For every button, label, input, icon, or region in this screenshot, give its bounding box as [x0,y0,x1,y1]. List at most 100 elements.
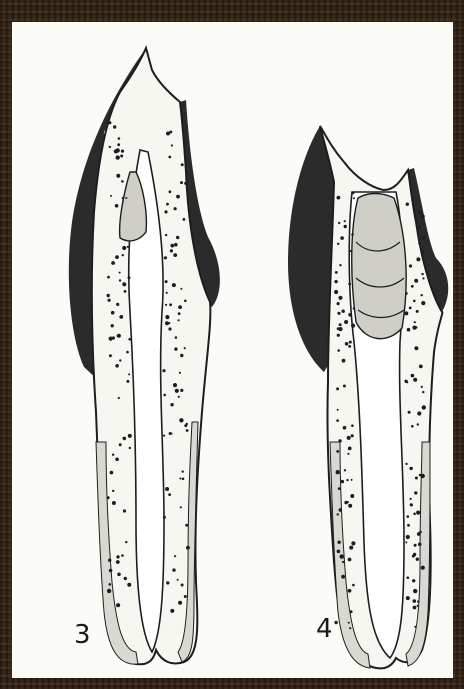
stipple-dot [344,469,346,471]
stipple-dot [182,478,185,481]
stipple-dot [337,513,339,515]
stipple-dot [164,210,167,213]
stipple-dot [407,515,410,518]
stipple-dot [184,300,187,303]
stipple-dot [165,234,167,236]
stipple-dot [421,386,423,388]
stipple-dot [336,419,339,422]
stipple-dot [338,222,340,224]
stipple-dot [414,321,416,323]
stipple-dot [166,203,169,206]
stipple-dot [180,506,182,508]
stipple-dot [348,313,352,317]
stipple-dot [185,524,188,527]
stipple-dot [339,264,341,266]
stipple-dot [165,304,167,306]
stipple-dot [122,282,126,286]
tooth-sections-illustration [12,22,453,678]
stipple-dot [108,559,111,562]
stipple-dot [174,207,177,210]
stipple-dot [421,294,423,296]
stipple-dot [179,418,183,422]
stipple-dot [107,294,110,297]
stipple-dot [417,605,419,607]
stipple-dot [107,589,111,593]
tooth-4-drawing [288,126,448,668]
stipple-dot [404,380,407,383]
stipple-dot [408,411,411,414]
stipple-dot [353,197,355,199]
stipple-dot [126,380,129,383]
stipple-dot [405,292,408,295]
stipple-dot [109,569,113,573]
stipple-dot [186,429,189,432]
stipple-dot [162,369,165,372]
stipple-dot [410,503,413,506]
stipple-dot [422,405,426,409]
stipple-dot [342,310,345,313]
stipple-dot [337,327,340,330]
stipple-dot [168,493,171,496]
stipple-dot [337,196,341,200]
stipple-dot [415,477,418,480]
stipple-dot [165,280,168,283]
stipple-dot [406,596,410,600]
stipple-dot [172,568,175,571]
stipple-dot [170,609,174,613]
stipple-dot [417,423,419,425]
stipple-dot [169,432,172,435]
stipple-dot [348,558,352,562]
stipple-dot [170,249,173,252]
stipple-dot [337,550,341,554]
stipple-dot [409,307,412,310]
stipple-dot [413,513,416,516]
stipple-dot [176,195,180,199]
stipple-dot [411,425,414,428]
stipple-dot [170,244,174,248]
stipple-dot [336,450,339,453]
stipple-dot [352,584,355,587]
stipple-dot [183,218,186,221]
stipple-dot [127,246,129,248]
stipple-dot [349,250,351,252]
stipple-dot [129,447,131,449]
stipple-dot [336,387,339,390]
stipple-dot [178,305,182,309]
stipple-dot [108,299,111,302]
stipple-dot [119,359,121,361]
stipple-dot [169,131,172,134]
stipple-dot [109,354,112,357]
stipple-dot [344,320,348,324]
stipple-dot [178,312,181,315]
stipple-dot [180,288,182,290]
stipple-dot [344,220,346,222]
stipple-dot [165,315,169,319]
stipple-dot [128,373,130,375]
stipple-dot [405,463,407,465]
stipple-dot [410,498,412,500]
stipple-dot [418,211,421,214]
stipple-dot [166,581,169,584]
stipple-dot [422,277,424,279]
stipple-dot [122,246,126,250]
stipple-dot [112,501,116,505]
stipple-dot [414,544,417,547]
stipple-dot [347,501,349,503]
stipple-dot [123,509,126,512]
stipple-dot [117,573,121,577]
stipple-dot [116,155,120,159]
stipple-dot [350,610,353,613]
stipple-dot [334,290,338,294]
stipple-dot [345,342,349,346]
stipple-dot [173,383,177,387]
stipple-dot [414,346,418,350]
stipple-dot [122,254,124,256]
stipple-dot [413,300,416,303]
stipple-dot [340,236,344,240]
stipple-dot [346,479,348,481]
stipple-dot [411,374,415,378]
stipple-dot [109,146,111,148]
stipple-dot [406,203,409,206]
stipple-dot [407,328,411,332]
figure-label-4: 4 [316,616,333,642]
